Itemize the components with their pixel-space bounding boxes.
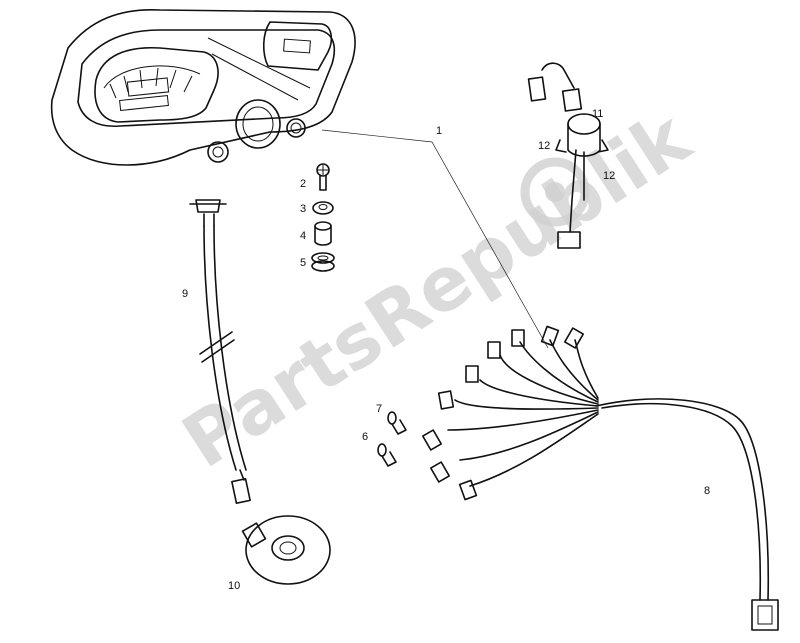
callout-10: 10 — [228, 580, 240, 592]
callout-11: 11 — [592, 108, 603, 120]
callout-2: 2 — [300, 178, 306, 190]
speedometer-cable — [189, 199, 251, 505]
callout-labels: 1 2 3 4 5 6 7 8 9 10 11 12 12 — [182, 108, 710, 592]
bulb-part-6 — [377, 443, 397, 467]
spacer-part — [314, 221, 332, 246]
watermark-text: PartsRepublik — [168, 94, 706, 485]
callout-7: 7 — [376, 403, 382, 415]
callout-5: 5 — [300, 257, 306, 269]
callout-3: 3 — [300, 203, 306, 215]
callout-12-left: 12 — [538, 140, 550, 152]
callout-12-right: 12 — [603, 170, 615, 182]
wiring-harness — [422, 325, 779, 631]
washer-part — [312, 201, 334, 215]
bulb-part-7 — [387, 411, 407, 435]
callout-6: 6 — [362, 431, 368, 443]
watermark-gear-icon — [520, 157, 590, 227]
grommet-part — [311, 252, 335, 272]
callout-9: 9 — [182, 288, 188, 300]
callout-8: 8 — [704, 485, 710, 497]
leader-lines — [321, 129, 549, 349]
screw-part — [316, 163, 330, 191]
speedometer-drive — [241, 515, 331, 585]
callout-1: 1 — [436, 125, 442, 137]
watermark: PartsRepublik — [168, 94, 706, 485]
callout-4: 4 — [300, 230, 306, 242]
instrument-panel — [50, 9, 356, 166]
ignition-switch — [527, 62, 609, 249]
